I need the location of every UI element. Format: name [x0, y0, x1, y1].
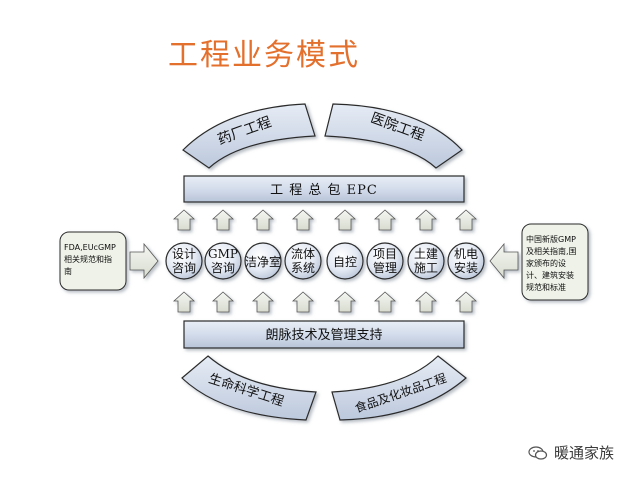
- service-label: 项目: [373, 247, 397, 261]
- up-arrow-top-1: [172, 209, 196, 231]
- service-label: GMP: [208, 247, 238, 261]
- arc-hospital: [324, 103, 463, 169]
- wechat-icon: [528, 445, 548, 460]
- page-title: 工程业务模式: [168, 38, 360, 73]
- service-circle-shape: [366, 242, 404, 280]
- service-label: 自控: [333, 255, 357, 269]
- service-circles: 设计咨询GMP咨询洁净室流体系统自控项目管理土建施工机电安装: [165, 242, 485, 280]
- left-arrow: [129, 242, 159, 280]
- arc-life-science: [181, 355, 317, 421]
- service-label: 咨询: [172, 260, 196, 275]
- service-circle-shape: [204, 242, 242, 280]
- arc-food-cosmetics: [331, 355, 467, 421]
- service-circle-shape: [165, 242, 203, 280]
- up-arrow-bottom-8: [454, 291, 478, 313]
- up-arrow-bottom-4: [291, 291, 315, 313]
- right-standards-box: [521, 223, 589, 301]
- service-label: 咨询: [211, 260, 235, 275]
- service-label: 设计: [172, 247, 196, 261]
- service-circle-shape: [326, 242, 364, 280]
- service-circle-shape: [447, 242, 485, 280]
- standards-text-line: 南: [64, 266, 72, 276]
- right-arrow: [489, 242, 519, 280]
- standards-text-line: 家颁布的设: [526, 258, 566, 268]
- service-label: 土建: [414, 247, 438, 261]
- standards-text-line: 计、建筑安装: [526, 270, 574, 280]
- service-circle-shape: [244, 242, 282, 280]
- left-standards-box: [59, 231, 127, 291]
- standards-text-line: 规范和标准: [526, 282, 566, 292]
- up-arrow-top-7: [414, 209, 438, 231]
- service-label: 系统: [291, 261, 315, 275]
- up-arrow-top-5: [333, 209, 357, 231]
- top-bar-label: 工 程 总 包 EPC: [270, 183, 378, 198]
- service-label: 管理: [373, 260, 397, 275]
- watermark: 暖通家族: [528, 442, 614, 463]
- standards-text-line: 及相关指南,国: [526, 246, 577, 256]
- service-label: 流体: [291, 247, 315, 261]
- up-arrow-top-4: [291, 209, 315, 231]
- up-arrow-bottom-2: [211, 291, 235, 313]
- top-bar: [183, 175, 465, 203]
- service-circle-shape: [407, 242, 445, 280]
- up-arrow-bottom-1: [172, 291, 196, 313]
- standards-text-line: 中国新版GMP: [526, 234, 576, 244]
- service-label: 施工: [414, 261, 438, 275]
- service-label: 安装: [454, 260, 478, 275]
- service-label: 洁净室: [245, 254, 281, 269]
- service-circle-3: 洁净室: [244, 242, 282, 280]
- arc-pharma-plant: [182, 103, 316, 169]
- up-arrow-bottom-5: [333, 291, 357, 313]
- up-arrow-bottom-6: [373, 291, 397, 313]
- up-arrow-top-2: [211, 209, 235, 231]
- service-circle-5: 自控: [326, 242, 364, 280]
- up-arrow-top-3: [251, 209, 275, 231]
- up-arrow-top-8: [454, 209, 478, 231]
- bottom-bar-label: 朗脉技术及管理支持: [265, 328, 382, 343]
- service-circle-shape: [284, 242, 322, 280]
- up-arrow-bottom-7: [414, 291, 438, 313]
- service-label: 机电: [454, 247, 478, 261]
- bottom-bar: [183, 320, 465, 349]
- arrows-row-bottom: [172, 291, 478, 313]
- up-arrow-top-6: [373, 209, 397, 231]
- watermark-text: 暖通家族: [554, 444, 615, 462]
- standards-text-line: FDA,EUcGMP: [64, 243, 116, 252]
- standards-text-line: 相关规范和指: [64, 254, 112, 264]
- up-arrow-bottom-3: [251, 291, 275, 313]
- arrows-row-top: [172, 209, 478, 231]
